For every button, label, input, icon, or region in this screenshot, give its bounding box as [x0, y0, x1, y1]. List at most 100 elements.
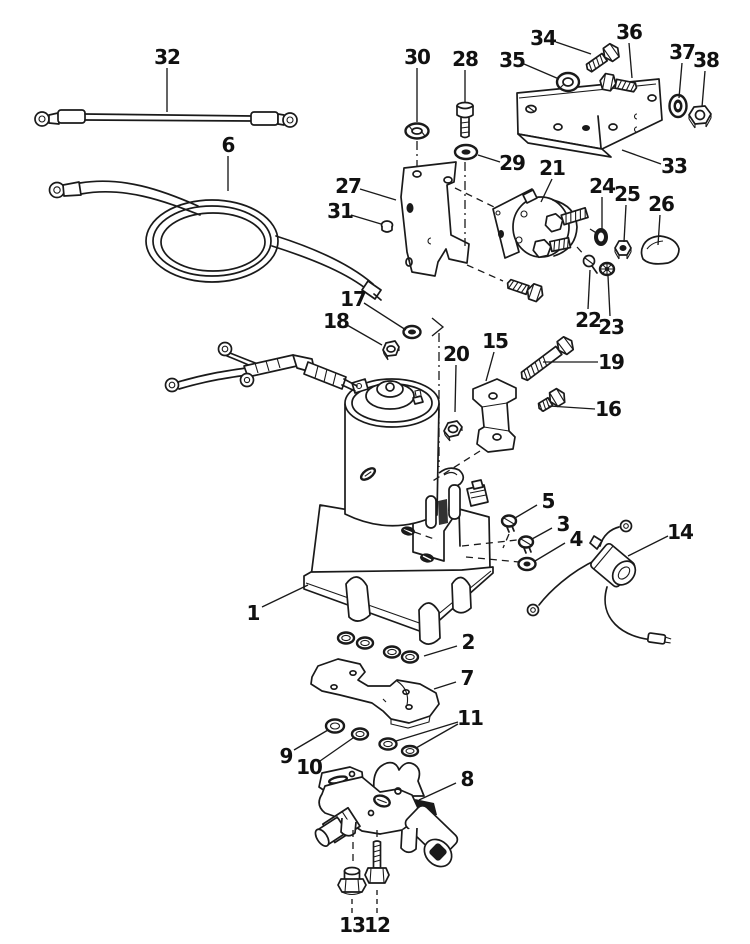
part-25-nut	[614, 240, 632, 260]
part-11-orings	[378, 737, 420, 758]
part-number-2: 2	[462, 630, 475, 654]
part-12-bolt	[364, 840, 390, 884]
part-number-38: 38	[693, 48, 719, 72]
callout-leader-11	[395, 721, 459, 742]
part-37-washer	[668, 93, 688, 119]
part-number-4: 4	[570, 527, 583, 551]
part-number-16: 16	[595, 397, 621, 421]
callout-leader-21	[540, 178, 553, 203]
callout-leader-22	[587, 269, 591, 310]
assembly-dash	[430, 450, 481, 483]
assembly-dash	[461, 539, 518, 547]
part-number-23: 23	[598, 315, 624, 339]
part-number-35: 35	[499, 48, 525, 72]
callout-leader-26	[657, 214, 661, 246]
part-17-lockwasher	[402, 324, 422, 340]
part-number-31: 31	[327, 199, 353, 223]
part-38-nut	[688, 105, 712, 129]
part-14-trim-sender	[526, 519, 672, 645]
part-2-orings	[336, 631, 420, 664]
callout-leader-33	[621, 149, 662, 165]
part-number-3: 3	[557, 512, 570, 536]
part-number-19: 19	[598, 350, 624, 374]
part-30-washer	[404, 122, 430, 140]
callout-leader-4	[534, 542, 566, 562]
assembly-dash	[454, 187, 495, 208]
assembly-dash	[576, 246, 587, 258]
part-number-27: 27	[335, 174, 361, 198]
callout-leader-34	[555, 41, 592, 55]
callout-leader-38	[701, 70, 706, 108]
part-number-10: 10	[296, 755, 322, 779]
part-1-pump-assembly	[303, 378, 494, 645]
part-31-push-nut	[380, 220, 394, 233]
part-26-terminal-boot	[640, 235, 680, 265]
part-number-12: 12	[364, 913, 390, 937]
part-number-15: 15	[482, 329, 508, 353]
part-15-bracket	[472, 378, 517, 453]
part-13-plug	[337, 866, 367, 896]
callout-leader-3	[531, 527, 553, 540]
assembly-dash	[502, 533, 510, 549]
part-number-22: 22	[575, 308, 601, 332]
part-4-washer	[517, 556, 537, 572]
assembly-dash	[465, 556, 520, 563]
part-number-9: 9	[280, 744, 293, 768]
part-23-star-washer	[598, 261, 616, 277]
part-number-17: 17	[340, 287, 366, 311]
part-18-nut	[382, 340, 400, 361]
callout-leader-11	[415, 723, 459, 749]
callout-leader-2	[423, 645, 458, 657]
part-number-37: 37	[669, 40, 695, 64]
part-number-20: 20	[443, 342, 469, 366]
part-24-washer	[594, 228, 608, 246]
callout-leader-5	[514, 504, 538, 519]
callout-leader-29	[477, 154, 501, 163]
callout-leader-36	[628, 42, 633, 79]
part-number-7: 7	[461, 666, 474, 690]
callout-leader-18	[346, 324, 383, 346]
part-10-oring	[350, 727, 370, 741]
part-9-oring	[324, 718, 346, 734]
part-number-18: 18	[323, 309, 349, 333]
part-29-washer	[453, 143, 479, 161]
part-3-screw	[517, 535, 535, 554]
part-number-8: 8	[461, 767, 474, 791]
assembly-dash	[402, 527, 438, 541]
pointer-bracket	[431, 317, 445, 337]
part-number-13: 13	[339, 913, 365, 937]
callout-leader-25	[623, 204, 627, 243]
part-35-lockwasher	[555, 71, 581, 93]
part-27-solenoid-bracket	[400, 161, 470, 277]
part-22-screw	[582, 254, 598, 274]
callout-leader-31	[350, 214, 382, 225]
callout-leader-14	[627, 535, 669, 557]
part-6-ground-cable	[48, 180, 382, 301]
callout-leader-16	[548, 405, 596, 410]
callout-leader-9	[293, 729, 329, 751]
part-8-manifold	[314, 761, 459, 868]
part-number-33: 33	[661, 154, 687, 178]
part-number-21: 21	[539, 156, 565, 180]
callout-leader-27	[359, 188, 397, 201]
part-number-26: 26	[648, 192, 674, 216]
part-number-1: 1	[247, 601, 260, 625]
part-32-jumper-cable	[34, 109, 298, 128]
callout-leader-8	[418, 782, 457, 801]
part-number-32: 32	[154, 45, 180, 69]
assembly-dash	[589, 228, 599, 235]
part-number-30: 30	[404, 45, 430, 69]
part-5-screw	[500, 514, 518, 533]
part-number-29: 29	[499, 151, 525, 175]
part-number-14: 14	[667, 520, 693, 544]
part-number-11: 11	[457, 706, 483, 730]
callout-leader-15	[485, 351, 495, 382]
part-7-adapter-plate	[310, 658, 440, 729]
part-20-nut	[443, 420, 463, 442]
part-number-36: 36	[616, 20, 642, 44]
callout-leader-37	[678, 62, 683, 99]
callout-leader-20	[454, 364, 457, 413]
